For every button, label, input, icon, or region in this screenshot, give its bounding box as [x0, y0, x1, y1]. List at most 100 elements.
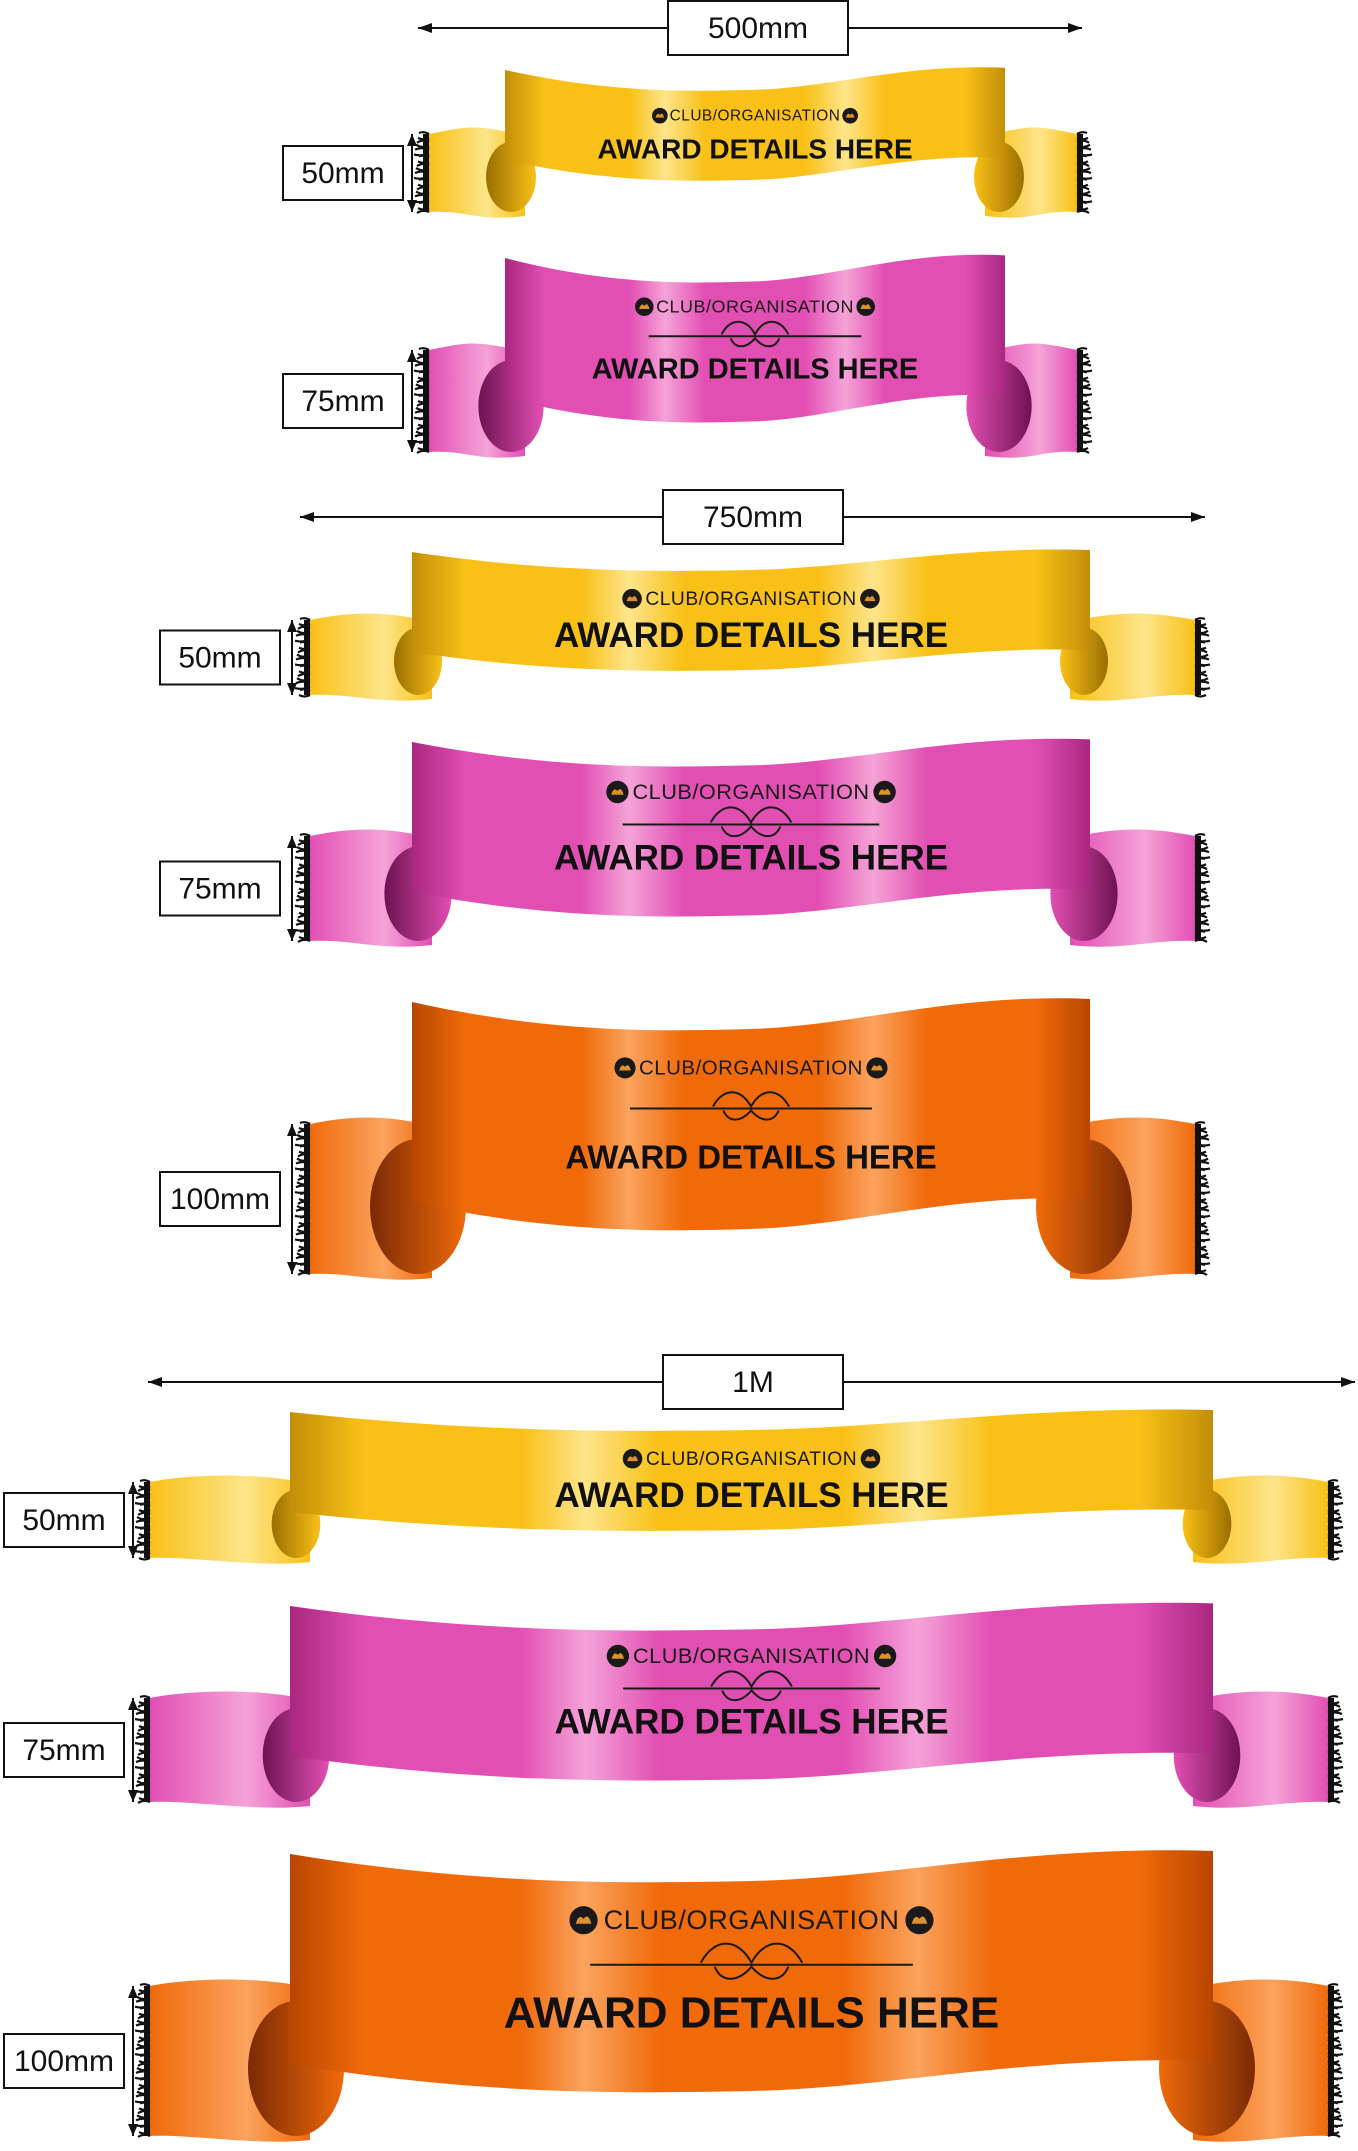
badge-icon: [873, 780, 896, 804]
height-dimension: 75mm: [159, 836, 297, 941]
arrow-icon: [128, 1790, 138, 1802]
height-label: 100mm: [14, 2045, 114, 2078]
badge-icon: [860, 588, 880, 609]
fringe-icon: [1194, 617, 1211, 698]
badge-icon: [856, 297, 875, 316]
arrow-icon: [128, 1986, 138, 1998]
height-label-box: [282, 145, 404, 201]
flourish-divider-icon: [622, 806, 880, 838]
height-label-box: [282, 373, 404, 429]
badge-icon: [606, 1644, 630, 1668]
arrow-icon: [287, 620, 297, 632]
club-text: CLUB/ORGANISATION: [639, 1057, 863, 1080]
club-text: CLUB/ORGANISATION: [645, 589, 856, 610]
award-text: AWARD DETAILS HERE: [554, 1476, 948, 1515]
fringe-icon: [294, 833, 311, 943]
club-text: CLUB/ORGANISATION: [633, 1643, 870, 1668]
arrow-icon: [128, 1546, 138, 1558]
height-dimension: 75mm: [282, 350, 417, 452]
award-text: AWARD DETAILS HERE: [554, 839, 948, 878]
fringe-icon: [1194, 1121, 1211, 1276]
arrow-icon: [407, 200, 417, 212]
height-label: 100mm: [170, 1183, 270, 1216]
arrow-icon: [287, 1124, 297, 1136]
arrow-icon: [287, 836, 297, 848]
award-text: AWARD DETAILS HERE: [554, 616, 948, 655]
arrow-icon: [407, 350, 417, 362]
arrow-icon: [1191, 512, 1205, 522]
arrow-icon: [128, 2124, 138, 2136]
width-label-box: [662, 1354, 844, 1410]
fringe-icon: [134, 1983, 151, 2138]
club-text: CLUB/ORGANISATION: [604, 1904, 900, 1935]
fringe-icon: [294, 617, 311, 698]
right-curl: [974, 141, 1024, 212]
arrow-icon: [407, 440, 417, 452]
arrow-icon: [128, 1482, 138, 1494]
height-dimension: 100mm: [3, 1986, 138, 2136]
arrow-icon: [128, 1698, 138, 1710]
sash-orange: CLUB/ORGANISATION AWARD DETAILS HERE: [134, 1850, 1344, 2142]
arrow-icon: [1068, 23, 1082, 33]
width-dimension: 1M: [148, 1354, 1355, 1410]
height-label-box: [3, 2033, 125, 2089]
fringe-icon: [1327, 1695, 1344, 1804]
fringe-icon: [1076, 347, 1093, 454]
height-label-box: [159, 1171, 281, 1227]
award-text: AWARD DETAILS HERE: [554, 1703, 948, 1742]
badge-icon: [652, 107, 668, 124]
fringe-icon: [134, 1479, 151, 1561]
badge-icon: [842, 107, 858, 124]
height-label: 75mm: [301, 385, 384, 418]
fringe-icon: [1327, 1479, 1344, 1561]
height-dimension: 50mm: [282, 134, 417, 212]
sash-banner: [412, 549, 1090, 671]
width-label: 500mm: [708, 12, 808, 45]
fringe-icon: [1194, 833, 1211, 943]
height-label: 75mm: [178, 873, 261, 906]
fringe-icon: [413, 131, 430, 214]
badge-icon: [569, 1906, 598, 1935]
arrow-icon: [287, 1262, 297, 1274]
height-label: 75mm: [22, 1734, 105, 1767]
arrow-icon: [287, 683, 297, 695]
sash-banner: [505, 67, 1005, 181]
width-label: 1M: [732, 1366, 774, 1399]
height-dimension: 100mm: [159, 1124, 297, 1274]
fringe-icon: [134, 1695, 151, 1804]
height-label: 50mm: [301, 157, 384, 190]
arrow-icon: [300, 512, 314, 522]
sash-banner: [290, 1850, 1213, 2093]
width-label-box: [662, 489, 844, 545]
fringe-icon: [1076, 131, 1093, 214]
badge-icon: [622, 1448, 643, 1469]
height-label-box: [159, 860, 281, 917]
height-dimension: 50mm: [159, 620, 297, 695]
sash-pink: CLUB/ORGANISATION AWARD DETAILS HERE: [134, 1602, 1344, 1808]
sash-banner: [412, 998, 1090, 1231]
arrow-icon: [418, 23, 432, 33]
flourish-divider-icon: [629, 1091, 873, 1121]
height-label-box: [3, 1722, 125, 1778]
height-dimension: 75mm: [3, 1698, 138, 1802]
width-label: 750mm: [703, 501, 803, 534]
sash-banner: [290, 1409, 1213, 1531]
badge-icon: [873, 1644, 897, 1668]
width-dimension: 750mm: [300, 489, 1205, 545]
height-label: 50mm: [22, 1504, 105, 1537]
height-label-box: [3, 1492, 125, 1548]
height-label: 50mm: [178, 642, 261, 675]
award-text: AWARD DETAILS HERE: [504, 1989, 999, 2038]
badge-icon: [635, 297, 654, 316]
badge-icon: [860, 1448, 881, 1469]
arrow-icon: [1341, 1377, 1355, 1387]
flourish-divider-icon: [623, 1670, 880, 1702]
sash-yellow: CLUB/ORGANISATION AWARD DETAILS HERE: [294, 549, 1211, 701]
flourish-divider-icon: [648, 320, 862, 348]
width-dimension: 500mm: [418, 0, 1082, 56]
left-tail: [150, 1475, 310, 1564]
arrow-icon: [407, 134, 417, 146]
